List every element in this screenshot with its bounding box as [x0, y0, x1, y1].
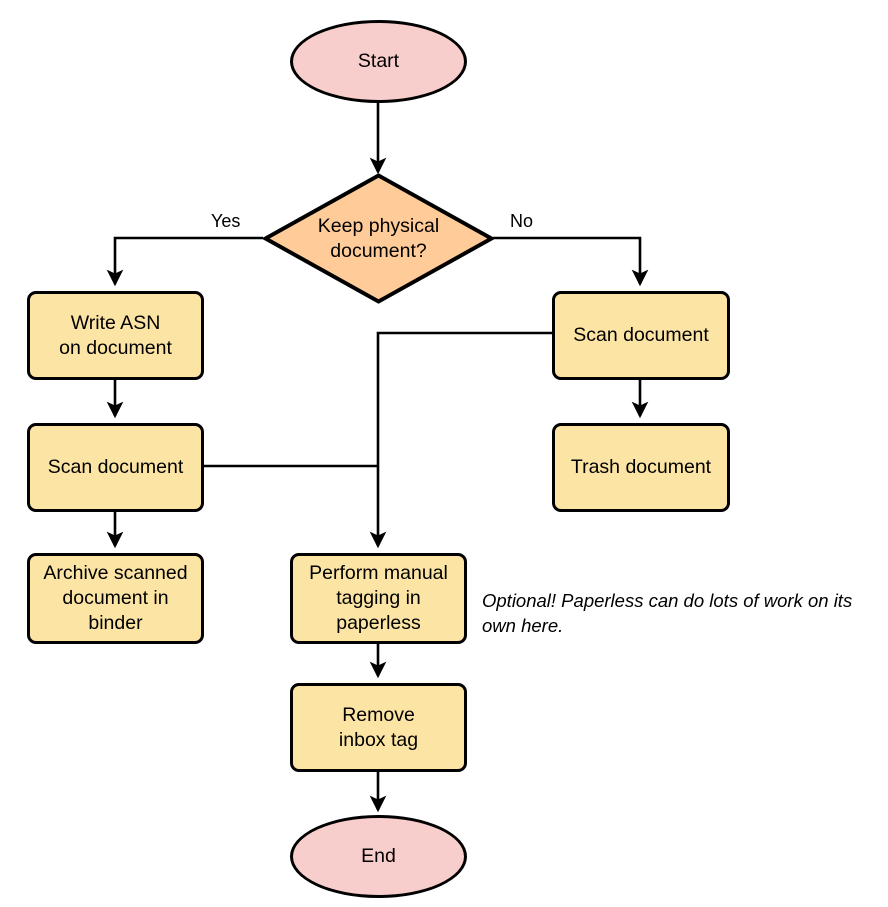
node-perform-manual-tagging-in-paperless[interactable]: Perform manual tagging in paperless — [290, 553, 467, 644]
node-trash-document[interactable]: Trash document — [552, 423, 730, 512]
node-decision-keep-physical-document[interactable]: Keep physical document? — [263, 173, 494, 304]
annotation-optional-note: Optional! Paperless can do lots of work … — [482, 590, 853, 636]
edge-label-yes: Yes — [211, 211, 241, 231]
node-scan-document-right[interactable]: Scan document — [552, 291, 730, 380]
node-start[interactable]: Start — [290, 20, 467, 103]
edge-decision-no-to-scan-right — [493, 236, 649, 287]
node-decision-label: Keep physical document? — [317, 214, 440, 262]
edge-scan-right-to-manual-tagging — [369, 331, 552, 549]
node-scan-document-left[interactable]: Scan document — [27, 423, 204, 512]
diamond-shape — [263, 173, 494, 304]
node-end[interactable]: End — [290, 815, 467, 898]
node-write-asn-on-document[interactable]: Write ASN on document — [27, 291, 204, 380]
node-remove-inbox-tag[interactable]: Remove inbox tag — [290, 683, 467, 772]
edge-label-no: No — [510, 211, 534, 231]
node-archive-scanned-document-in-binder[interactable]: Archive scanned document in binder — [27, 553, 204, 644]
edge-decision-yes-to-write-asn — [106, 236, 263, 287]
